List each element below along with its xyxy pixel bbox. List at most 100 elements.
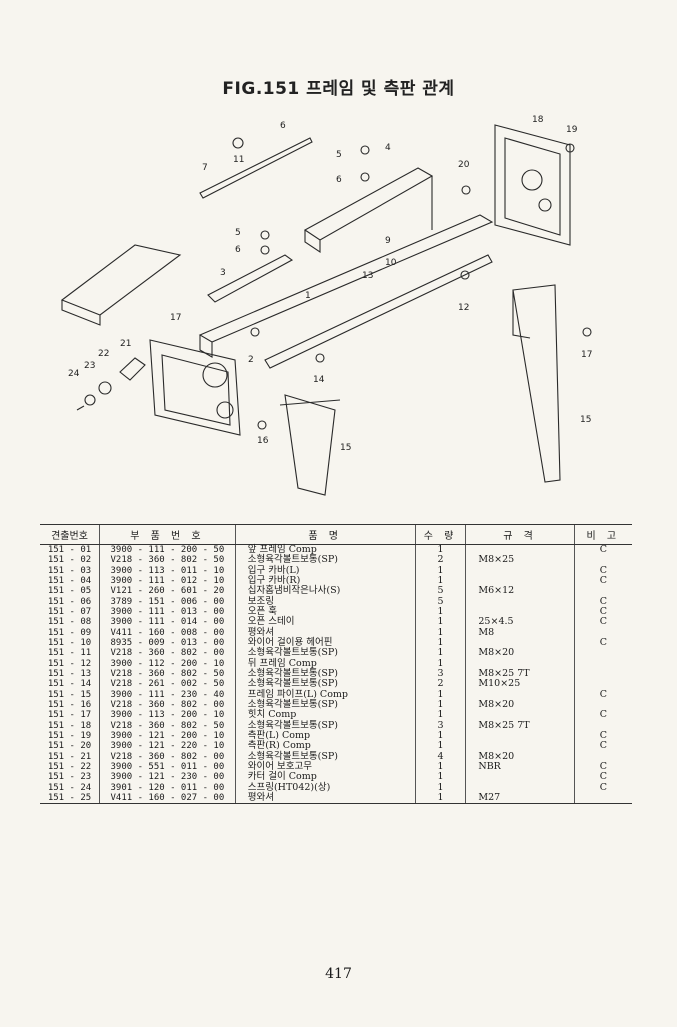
- cell-pn: 3900 - 121 - 200 - 10: [99, 730, 236, 742]
- cell-no: 151 - 03: [47, 565, 92, 576]
- cell-qty: 1: [414, 772, 466, 783]
- cell-rem: C: [573, 637, 632, 649]
- cell-pn: V218 - 261 - 002 - 50: [99, 679, 236, 690]
- table-header-row: 견출번호 부 품 번 호 품 명 수 량 규 격 비 고: [40, 524, 632, 545]
- cell-name: 앞 프레임 Comp: [234, 544, 416, 556]
- cell-pn: 3900 - 112 - 200 - 10: [99, 658, 236, 669]
- cell-no: 151 - 20: [47, 741, 92, 752]
- cell-no: 151 - 12: [47, 658, 92, 669]
- cell-spec: [465, 772, 575, 783]
- cell-qty: 1: [414, 565, 466, 576]
- cell-rem: C: [573, 565, 632, 576]
- cell-rem: C: [573, 606, 632, 618]
- cell-qty: 1: [414, 700, 466, 711]
- cell-name: 소형육각볼트보통(SP): [234, 751, 416, 763]
- cell-qty: 5: [414, 585, 466, 597]
- parts-table: 견출번호 부 품 번 호 품 명 수 량 규 격 비 고 151 - 01 390…: [40, 524, 632, 805]
- callout-15: 15: [340, 443, 351, 453]
- cell-pn: V218 - 360 - 802 - 00: [99, 751, 236, 763]
- cell-rem: [573, 586, 632, 597]
- cell-qty: 1: [414, 710, 466, 721]
- callout-11: 11: [233, 155, 244, 165]
- cell-name: 십자홈냄비작은나사(S): [234, 585, 416, 597]
- cell-pn: V218 - 360 - 802 - 50: [99, 720, 236, 731]
- cell-spec: [465, 782, 575, 793]
- cell-name: 와이어 걸이용 헤어핀: [234, 637, 416, 649]
- cell-spec: [465, 710, 575, 721]
- cell-rem: [573, 668, 632, 680]
- cell-qty: 1: [414, 689, 466, 700]
- cell-no: 151 - 21: [47, 751, 92, 762]
- cell-rem: [573, 658, 632, 669]
- cell-qty: 1: [414, 730, 466, 742]
- cell-rem: C: [573, 730, 632, 742]
- cell-no: 151 - 22: [47, 762, 92, 773]
- cell-spec: M8: [465, 627, 575, 638]
- cell-no: 151 - 23: [47, 772, 92, 783]
- cell-pn: V218 - 360 - 802 - 00: [99, 648, 236, 659]
- cell-no: 151 - 16: [47, 699, 92, 710]
- cell-rem: C: [573, 689, 632, 700]
- callout-12: 12: [458, 303, 469, 313]
- col-header-part-no: 부 품 번 호: [99, 524, 236, 545]
- cell-qty: 1: [414, 575, 466, 587]
- callout-23: 21: [120, 339, 131, 349]
- cell-qty: 3: [414, 720, 466, 731]
- cell-spec: [465, 689, 575, 700]
- callout-18: 17: [581, 350, 592, 360]
- col-header-ref: 견출번호: [40, 524, 100, 545]
- callout-2: 2: [248, 355, 254, 365]
- cell-pn: 3900 - 111 - 013 - 00: [99, 606, 236, 618]
- cell-no: 151 - 25: [40, 792, 100, 805]
- callout-22: 20: [458, 160, 470, 170]
- callout-8: 7: [202, 163, 208, 173]
- cell-pn: V411 - 160 - 027 - 00: [99, 792, 236, 805]
- cell-spec: M27: [465, 792, 575, 805]
- cell-qty: 5: [414, 596, 466, 607]
- cell-rem: [573, 751, 632, 763]
- cell-rem: C: [573, 575, 632, 587]
- cell-qty: 2: [414, 678, 466, 690]
- cell-qty: 1: [414, 648, 466, 659]
- cell-name: 프레임 파이프(L) Comp: [234, 689, 416, 700]
- cell-rem: C: [573, 761, 632, 773]
- rod-part: [199, 137, 313, 199]
- cell-no: 151 - 02: [47, 555, 92, 566]
- col-header-name: 품 명: [234, 524, 416, 545]
- callout-5a: 5: [336, 150, 342, 160]
- cell-pn: 3900 - 113 - 200 - 10: [99, 710, 236, 721]
- cell-qty: 1: [414, 740, 466, 752]
- cell-pn: 3900 - 111 - 012 - 10: [99, 575, 236, 587]
- cell-pn: 3789 - 151 - 006 - 00: [99, 596, 236, 607]
- cell-no: 151 - 01: [47, 545, 92, 555]
- callout-3: 3: [220, 268, 226, 278]
- col-header-qty: 수 량: [414, 524, 466, 545]
- cell-pn: V411 - 160 - 008 - 00: [99, 627, 236, 638]
- cell-spec: [465, 741, 575, 752]
- cell-pn: V218 - 360 - 802 - 50: [99, 668, 236, 680]
- callout-13: 13: [362, 271, 373, 281]
- cell-name: 오픈 훅: [234, 606, 416, 618]
- cell-pn: 3900 - 111 - 200 - 50: [99, 544, 236, 556]
- cell-pn: 3900 - 121 - 220 - 10: [99, 741, 236, 752]
- cell-no: 151 - 10: [47, 637, 92, 648]
- cell-no: 151 - 19: [47, 730, 92, 741]
- cell-pn: V121 - 260 - 601 - 20: [99, 586, 236, 597]
- cell-rem: C: [573, 544, 632, 556]
